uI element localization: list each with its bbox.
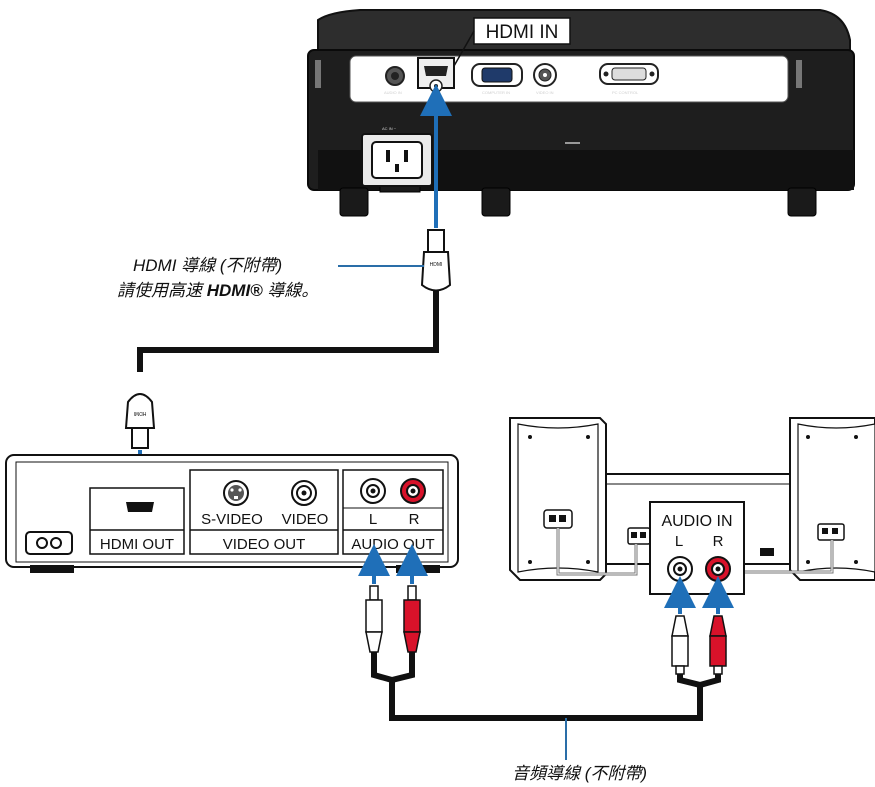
speaker-audio-in-panel: AUDIO IN L R — [649, 501, 745, 595]
speaker-right — [789, 417, 875, 581]
svg-text:HDMI IN: HDMI IN — [486, 22, 559, 43]
svg-text:HDMI: HDMI — [430, 262, 443, 268]
svg-text:VIDEO: VIDEO — [282, 511, 329, 528]
player-video-out: S-VIDEO VIDEO VIDEO OUT — [189, 469, 339, 555]
svg-text:AC IN ~: AC IN ~ — [382, 126, 397, 131]
svg-text:S-VIDEO: S-VIDEO — [201, 511, 263, 528]
svg-text:HDMI 導線 (不附帶): HDMI 導線 (不附帶) — [133, 256, 282, 275]
projector-computer-in-port: COMPUTER IN — [471, 63, 523, 95]
rca-plug-white-speaker — [671, 615, 689, 675]
projector-ac-inlet: AC IN ~ — [361, 126, 433, 187]
rca-plug-white-player — [365, 585, 383, 653]
speaker-system: AUDIO IN L R — [509, 417, 875, 595]
projector: AUDIO IN COMPUTER IN VIDEO IN PC CONTROL — [307, 9, 855, 217]
player-power-inlet — [25, 531, 73, 555]
svg-text:HDMI: HDMI — [134, 410, 147, 416]
svg-text:L: L — [675, 533, 683, 550]
hdmi-cable-caption-line2: 請使用高速 HDMI® 導線。 — [117, 281, 318, 300]
hdmi-plug-upper: HDMI — [420, 229, 452, 292]
hdmi-plug-lower: HDMI — [124, 393, 156, 449]
hdmi-in-callout: HDMI IN — [453, 17, 571, 67]
svg-text:COMPUTER IN: COMPUTER IN — [482, 90, 510, 95]
svg-text:L: L — [369, 511, 377, 528]
svg-text:PC CONTROL: PC CONTROL — [612, 90, 639, 95]
projector-pc-control-port: PC CONTROL — [599, 63, 659, 95]
hdmi-cable-caption: HDMI 導線 (不附帶) 請使用高速 HDMI® 導線。 — [117, 256, 318, 300]
rca-plug-red-speaker — [709, 615, 727, 675]
svg-text:VIDEO OUT: VIDEO OUT — [223, 536, 306, 553]
audio-cable-caption: 音頻導線 (不附帶) — [512, 764, 647, 783]
svg-text:VIDEO IN: VIDEO IN — [536, 90, 554, 95]
speaker-wires — [556, 528, 834, 576]
projector-video-in-port: VIDEO IN — [533, 63, 557, 95]
projector-audio-in-port: AUDIO IN — [384, 66, 405, 95]
player-hdmi-out: HDMI OUT — [89, 487, 185, 555]
audio-cable — [358, 544, 734, 760]
hdmi-cable: HDMI HDMI — [124, 84, 452, 504]
svg-text:R: R — [713, 533, 724, 550]
svg-text:HDMI OUT: HDMI OUT — [100, 536, 174, 553]
svg-text:AUDIO IN: AUDIO IN — [384, 90, 402, 95]
speaker-left — [509, 417, 607, 581]
svg-text:R: R — [409, 511, 420, 528]
player-audio-out: L R AUDIO OUT — [342, 469, 444, 555]
rca-plug-red-player — [403, 585, 421, 653]
projector-hdmi-in-port — [417, 57, 455, 93]
svg-text:AUDIO IN: AUDIO IN — [661, 513, 732, 530]
video-player: HDMI OUT S-VIDEO VIDEO VIDEO OUT — [5, 454, 459, 573]
svg-text:AUDIO OUT: AUDIO OUT — [351, 536, 434, 553]
